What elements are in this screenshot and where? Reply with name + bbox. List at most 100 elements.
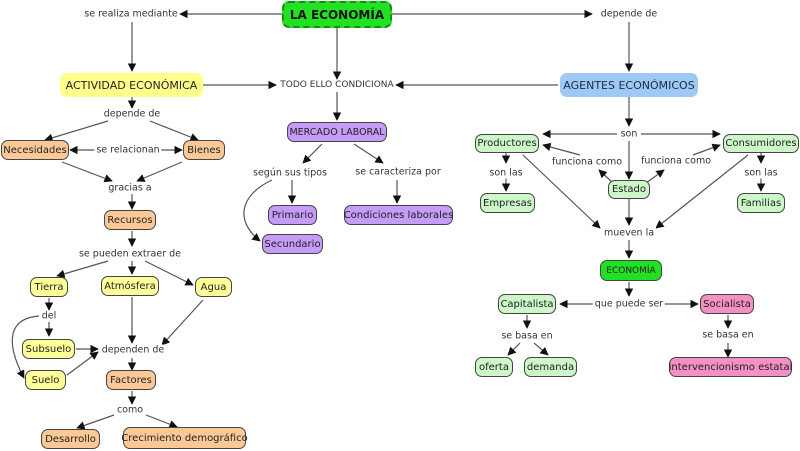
link-label: que puede ser	[592, 298, 666, 310]
node-label: oferta	[479, 361, 509, 373]
edge	[533, 342, 549, 356]
node-label: Bienes	[187, 144, 221, 156]
link-label: se relacionan	[94, 144, 162, 156]
edge	[11, 315, 40, 379]
node-atmosfera[interactable]: Atmósfera	[101, 276, 159, 296]
node-label: Factores	[110, 374, 152, 386]
node-tierra[interactable]: Tierra	[30, 277, 68, 297]
node-productores[interactable]: Productores	[475, 134, 539, 153]
edge	[161, 299, 204, 346]
edge	[507, 342, 521, 356]
node-actividad-economica[interactable]: ACTIVIDAD ECONÓMICA	[60, 73, 203, 97]
link-label: se basa en	[499, 330, 555, 342]
link-label: gracias a	[106, 182, 154, 194]
node-condiciones-laborales[interactable]: Condiciones laborales	[344, 205, 453, 225]
node-label: Socialista	[703, 298, 751, 310]
edge	[44, 120, 109, 142]
link-label: funciona como	[549, 156, 625, 168]
edge	[655, 154, 749, 229]
node-label: Tierra	[34, 281, 64, 293]
node-suelo[interactable]: Suelo	[25, 370, 66, 390]
link-label: del	[39, 310, 59, 322]
node-label: Recursos	[107, 214, 153, 226]
node-label: Empresas	[483, 197, 532, 209]
edge	[136, 161, 183, 182]
node-necesidades[interactable]: Necesidades	[1, 140, 69, 160]
root-node-la-economia[interactable]: LA ECONOMÍA	[282, 1, 392, 28]
node-demanda[interactable]: demanda	[524, 357, 577, 377]
edge	[61, 161, 113, 183]
edge	[302, 143, 323, 164]
node-label: LA ECONOMÍA	[289, 7, 385, 22]
link-label: son las	[742, 167, 780, 179]
edge	[144, 260, 194, 286]
edge	[66, 351, 99, 376]
node-label: Estado	[611, 184, 647, 195]
edge	[76, 414, 115, 430]
link-label: se caracteriza por	[353, 166, 443, 178]
node-secundario[interactable]: Secundario	[262, 234, 323, 254]
node-consumidores[interactable]: Consumidores	[723, 134, 799, 153]
node-agentes-economicos[interactable]: AGENTES ECONÓMICOS	[560, 73, 698, 97]
node-label: ECONOMÍA	[606, 265, 656, 276]
node-label: AGENTES ECONÓMICOS	[563, 78, 695, 92]
node-label: Primario	[271, 209, 314, 221]
node-subsuelo[interactable]: Subsuelo	[22, 339, 75, 359]
edge	[149, 120, 199, 142]
node-label: Crecimiento demográfico	[121, 432, 248, 444]
node-primario[interactable]: Primario	[268, 205, 317, 225]
link-label: depende de	[598, 8, 660, 20]
node-label: ACTIVIDAD ECONÓMICA	[65, 78, 198, 92]
link-label: son	[618, 128, 640, 140]
link-label: según sus tipos	[251, 167, 329, 179]
node-label: MERCADO LABORAL	[289, 126, 385, 138]
node-capitalista[interactable]: Capitalista	[498, 294, 556, 314]
edge	[353, 143, 384, 164]
node-familias[interactable]: Familias	[737, 193, 785, 213]
node-estado[interactable]: Estado	[608, 180, 650, 199]
edge	[243, 179, 273, 242]
link-label: como	[114, 404, 146, 416]
node-recursos[interactable]: Recursos	[104, 210, 156, 230]
node-intervencionismo-estatal[interactable]: intervencionismo estatal	[669, 357, 792, 377]
link-label: se realiza mediante	[82, 8, 180, 20]
link-label: depende de	[101, 108, 163, 120]
edge	[645, 169, 665, 184]
node-label: Agua	[200, 281, 227, 293]
node-desarrollo[interactable]: Desarrollo	[41, 429, 100, 449]
link-label: dependen de	[99, 344, 167, 356]
link-label: se pueden extraer de	[76, 248, 184, 260]
node-label: Desarrollo	[45, 433, 96, 445]
edge	[56, 260, 109, 278]
edge	[542, 142, 581, 156]
node-crecimiento-demografico[interactable]: Crecimiento demográfico	[121, 427, 248, 449]
node-label: Productores	[477, 138, 537, 149]
node-label: Secundario	[264, 238, 321, 250]
edge	[522, 154, 601, 229]
node-socialista[interactable]: Socialista	[700, 294, 754, 314]
node-bienes[interactable]: Bienes	[183, 140, 225, 160]
node-label: Condiciones laborales	[343, 209, 454, 221]
link-label: funciona como	[638, 155, 714, 167]
link-label: se basa en	[700, 329, 756, 341]
node-mercado-laboral[interactable]: MERCADO LABORAL	[287, 122, 387, 142]
node-label: intervencionismo estatal	[668, 361, 793, 373]
node-agua[interactable]: Agua	[195, 277, 232, 297]
node-label: Familias	[740, 197, 782, 209]
node-empresas[interactable]: Empresas	[480, 193, 535, 213]
link-label: mueven la	[601, 227, 657, 239]
node-label: Suelo	[31, 374, 60, 386]
node-factores[interactable]: Factores	[106, 370, 156, 390]
link-label: TODO ELLO CONDICIONA	[278, 80, 396, 90]
node-oferta[interactable]: oferta	[475, 357, 513, 377]
link-label: son las	[487, 167, 525, 179]
node-label: Capitalista	[500, 298, 554, 310]
node-label: Consumidores	[725, 138, 797, 149]
edge	[692, 143, 721, 156]
node-label: Necesidades	[3, 144, 67, 156]
edge	[145, 414, 178, 429]
node-economia[interactable]: ECONOMÍA	[600, 260, 662, 281]
node-label: Atmósfera	[104, 280, 156, 292]
